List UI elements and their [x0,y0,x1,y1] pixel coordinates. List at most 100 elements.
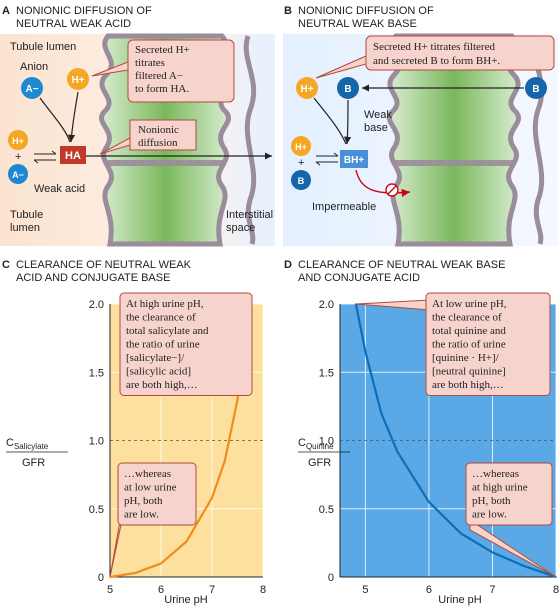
proton-symbol: H+ [71,75,84,86]
panel-c-title-line1: CLEARANCE OF NEUTRAL WEAK [16,259,192,271]
panel-b-callout-line1: Secreted H+ titrates filtered [373,41,495,53]
proton-icon-b2 [291,136,311,156]
panel-d-ylabel-num: CQuinine [298,437,334,451]
x-tick-label: 7 [209,584,215,596]
panel-c-callout-top-line: are both high,… [126,379,198,391]
ha-label: HA [65,150,81,162]
panel-d-callout-top-line: the clearance of [432,312,502,324]
x-tick-label: 7 [489,584,495,596]
panel-d: D CLEARANCE OF NEUTRAL WEAK BASE AND CON… [284,259,559,606]
panel-a-nonionic-line1: Nonionic [138,124,179,136]
panel-a-interstitial1: Interstitial [226,209,273,221]
panel-c-callout-bottom-line: at low urine [124,482,177,494]
panel-a-tight-junction [106,160,224,166]
panel-c-ylabel-den: GFR [22,457,45,469]
ha-box [60,146,86,164]
panel-a-tubule-bottom2: lumen [10,222,40,234]
data-point [491,551,494,554]
panel-b-callout-line2: and secreted B to form BH+. [373,55,500,67]
panel-a-callout [127,39,235,103]
panel-a-nonionic-callout [129,119,197,151]
panel-b-tight-junction [394,160,514,166]
proton-symbol-b2: H+ [295,142,307,152]
y-tick-label: 0.5 [89,504,104,516]
panel-c-callout-top-box [119,292,253,396]
panel-a: A NONIONIC DIFFUSION OF NEUTRAL WEAK ACI… [0,5,275,247]
panel-c-letter: C [2,259,10,271]
panel-c-callout-top-line: the ratio of urine [126,339,200,351]
panel-d-callout-bottom-line: are low. [472,509,507,521]
panel-c-title-line2: ACID AND CONJUGATE BASE [16,272,170,284]
proton-icon-b [296,77,318,99]
panel-a-nonionic-pointer [99,137,131,155]
y-tick-label: 1.0 [89,436,104,448]
panel-c-ylabel-num: CSalicylate [6,437,49,451]
panel-c-callout-top-line: the clearance of [126,312,196,324]
x-tick-label: 8 [260,584,266,596]
panel-d-title-line2: AND CONJUGATE ACID [298,272,420,284]
panel-b-plus: + [298,157,304,169]
panel-d-callout-top-line: [quinine · H+]/ [432,352,500,364]
panel-a-callout-line4: to form HA. [135,83,189,95]
panel-d-callout-top-line: are both high,… [432,379,504,391]
panel-b-blocked-arrow [355,169,411,198]
panel-a-weak-acid: Weak acid [34,183,85,195]
proton-symbol-2: H+ [12,136,24,146]
panel-d-callout-bottom-line: pH, both [472,495,511,507]
base-symbol: B [344,84,351,95]
proton-icon-2 [8,130,28,150]
data-point [223,460,226,462]
y-tick-label: 1.0 [319,436,334,448]
data-point [236,398,239,401]
y-tick-label: 2.0 [319,299,334,311]
data-point [160,562,162,565]
panel-d-xlabel: Urine pH [438,594,481,606]
panel-d-callout-bottom-line: at high urine [472,482,528,494]
panel-b-weak-base-line1: Weak [364,109,392,121]
base-icon [337,77,359,99]
panel-a-basolateral-membrane [243,35,257,245]
y-tick-label-zero: 0 [328,572,334,584]
panel-c-callout-bottom-line: are low. [124,509,159,521]
panel-d-title-line1: CLEARANCE OF NEUTRAL WEAK BASE [298,259,505,271]
panel-a-plus: + [15,151,21,163]
panel-b-letter: B [284,5,292,17]
data-point [396,450,398,453]
y-tick-label-zero: 0 [98,572,104,584]
base-symbol-interstitial: B [532,84,539,95]
y-tick-label: 2.0 [89,299,104,311]
panel-c-callout-top-line: total salicylate and [126,325,209,337]
panel-b-callout-pointer [315,55,367,79]
x-tick-label: 8 [553,584,559,596]
panel-c-callout-top-line: [salicylic acid] [126,366,191,378]
data-point [211,497,213,499]
panel-a-anion-label: Anion [20,61,48,73]
base-icon-interstitial [525,77,547,99]
bh-label: BH+ [344,155,364,166]
panel-a-letter: A [2,5,10,17]
panel-d-callout-top-line: total quinine and [432,325,506,337]
panel-a-tubule-bottom1: Tubule [10,209,43,221]
y-tick-label: 1.5 [89,367,104,379]
panel-b-weak-base-line2: base [364,122,388,134]
proton-icon [67,68,89,90]
panel-a-equilibrium-arrows [34,153,56,161]
panel-b: B NONIONIC DIFFUSION OF NEUTRAL WEAK BAS… [283,5,558,247]
blocked-icon-slash [387,185,397,195]
base-symbol-b2: B [298,176,305,186]
panel-a-tubule-lumen-top: Tubule lumen [10,41,76,53]
panel-a-callout-pointer [91,61,129,77]
panel-c-callout-bottom-line: …whereas [124,468,171,480]
panel-b-callout [365,35,555,71]
panel-a-title-line2: NEUTRAL WEAK ACID [16,18,131,30]
panel-b-title-line1: NONIONIC DIFFUSION OF [298,5,434,17]
anion-symbol: A− [25,84,38,95]
panel-d-callout-bottom-line: …whereas [472,468,519,480]
panel-c-xlabel: Urine pH [164,594,207,606]
panel-d-callout-top-line: [neutral quinine] [432,366,506,378]
anion-icon [21,77,43,99]
panel-d-ylabel-sub: Quinine [306,442,334,451]
